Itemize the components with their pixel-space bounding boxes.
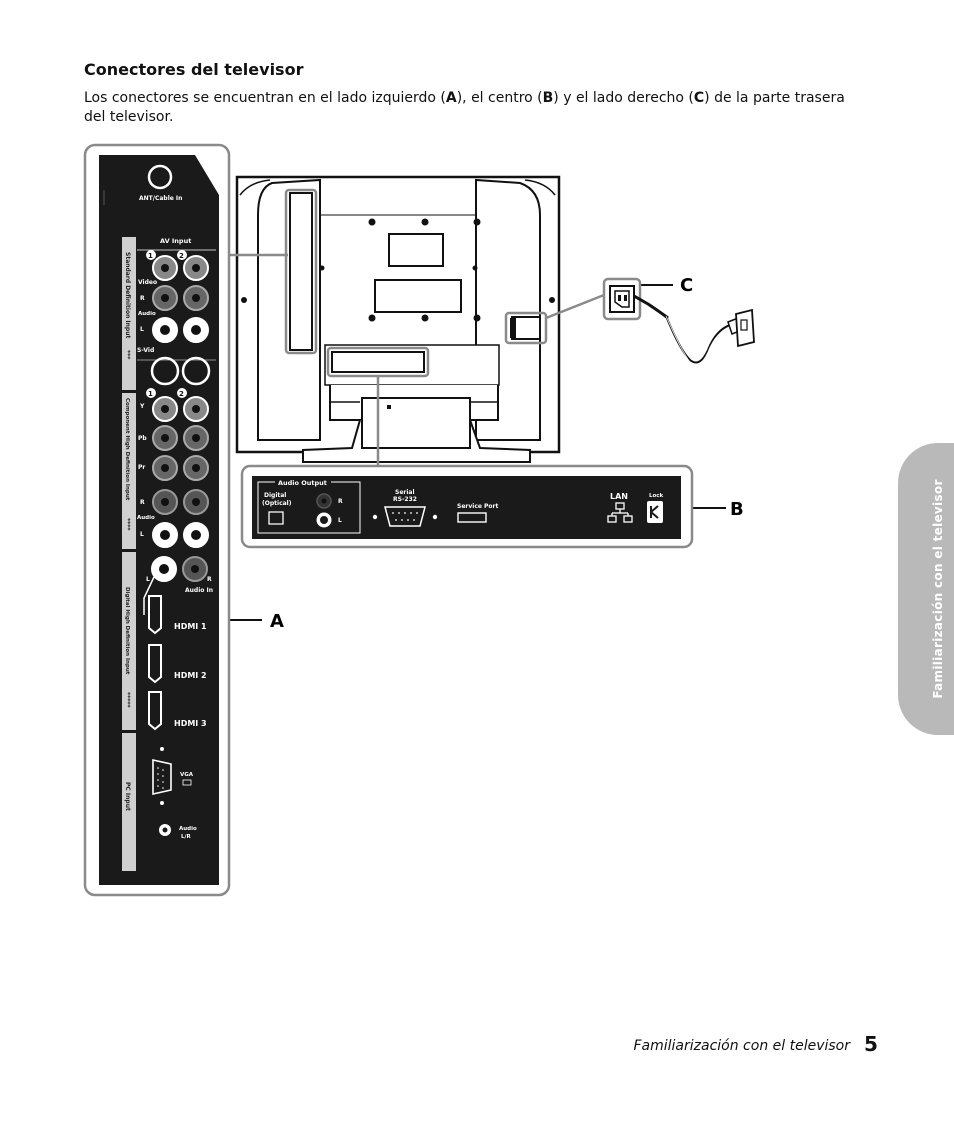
intro-letter-b: B	[542, 90, 554, 106]
intro-letter-a: A	[445, 90, 457, 106]
tv-rear-illustration	[235, 175, 561, 463]
std-def-label: Standard Definition Input	[124, 252, 131, 338]
optical-label: (Optical)	[262, 500, 292, 507]
lan-label: LAN	[610, 492, 628, 501]
rs232-label: RS-232	[393, 496, 417, 503]
audio-out-l-label: L	[338, 517, 342, 524]
pc-audio-label: Audio	[179, 826, 197, 832]
comp-audio-label: Audio	[137, 515, 155, 521]
av-audio-label: Audio	[138, 311, 156, 317]
hdmi-ports	[148, 595, 162, 731]
svideo-label: S-Vid	[137, 347, 154, 354]
section-title: Conectores del televisor	[84, 60, 304, 79]
callout-c: C	[680, 275, 693, 296]
audio-in-r-label: R	[207, 576, 212, 583]
rca-jacks	[150, 255, 211, 582]
digital-hd-label: Digital High Definition Input	[124, 587, 130, 675]
pc-input-label: PC Input	[124, 782, 131, 811]
hdmi3-label: HDMI 3	[174, 719, 207, 728]
hdmi2-label: HDMI 2	[174, 671, 207, 680]
center-panel-detail: Audio Output Digital (Optical) R L Seria…	[240, 464, 694, 549]
service-port-label: Service Port	[457, 503, 499, 510]
kensington-lock-icon	[647, 501, 663, 523]
comp-y-label: Y	[139, 403, 145, 410]
callout-a: A	[270, 611, 284, 632]
comp-num-1: 1	[148, 390, 153, 398]
av-num-2: 2	[179, 252, 184, 260]
intro-letter-c: C	[693, 90, 705, 106]
comp-num-2: 2	[179, 390, 184, 398]
footer-chapter-title: Familiarización con el televisor	[633, 1038, 850, 1054]
intro-text-4: ) de la parte trasera del televisor.	[84, 90, 845, 125]
av-r-label: R	[140, 295, 145, 302]
callout-b: B	[730, 499, 744, 520]
audio-in-l-label: L	[146, 576, 150, 583]
audio-out-r-label: R	[338, 498, 343, 505]
serial-label: Serial	[395, 489, 415, 496]
comp-l-label: L	[140, 531, 144, 538]
lan-icon	[607, 502, 633, 523]
side-chapter-tab: Familiarización con el televisor	[898, 443, 954, 735]
leader-lines	[228, 253, 726, 621]
page-number: 5	[864, 1032, 878, 1056]
power-connector-detail	[602, 277, 755, 365]
component-label: Component High Definition Input	[124, 398, 130, 501]
left-panel-detail: ANT/Cable In Standard Definition Input *…	[83, 143, 231, 897]
av-num-1: 1	[148, 252, 153, 260]
intro-text-1: Los conectores se encuentran en el lado …	[84, 90, 446, 106]
video-label: Video	[138, 279, 157, 286]
std-def-stars: ***	[124, 350, 131, 360]
intro-text-2: ), el centro (	[456, 90, 543, 106]
pc-audio-lr-label: L/R	[181, 834, 192, 840]
intro-text-3: ) y el lado derecho (	[553, 90, 694, 106]
comp-pr-label: Pr	[138, 464, 145, 471]
vga-port	[152, 759, 172, 795]
ant-cable-label: ANT/Cable In	[139, 195, 182, 202]
comp-pb-label: Pb	[138, 435, 147, 442]
av-input-label: AV Input	[160, 237, 191, 245]
hdmi1-label: HDMI 1	[174, 622, 207, 631]
audio-in-label: Audio In	[185, 587, 213, 594]
audio-output-label: Audio Output	[278, 479, 327, 487]
comp-r-label: R	[140, 499, 145, 506]
vga-label: VGA	[180, 772, 194, 778]
lock-label: Lock	[649, 493, 664, 499]
vga-monitor-icon	[182, 779, 192, 786]
side-tab-text: Familiarización con el televisor	[931, 479, 945, 699]
digital-hd-stars: *****	[124, 692, 131, 709]
digital-label: Digital	[264, 492, 286, 499]
intro-paragraph: Los conectores se encuentran en el lado …	[84, 89, 864, 127]
av-l-label: L	[140, 326, 144, 333]
component-stars: ****	[124, 518, 131, 531]
